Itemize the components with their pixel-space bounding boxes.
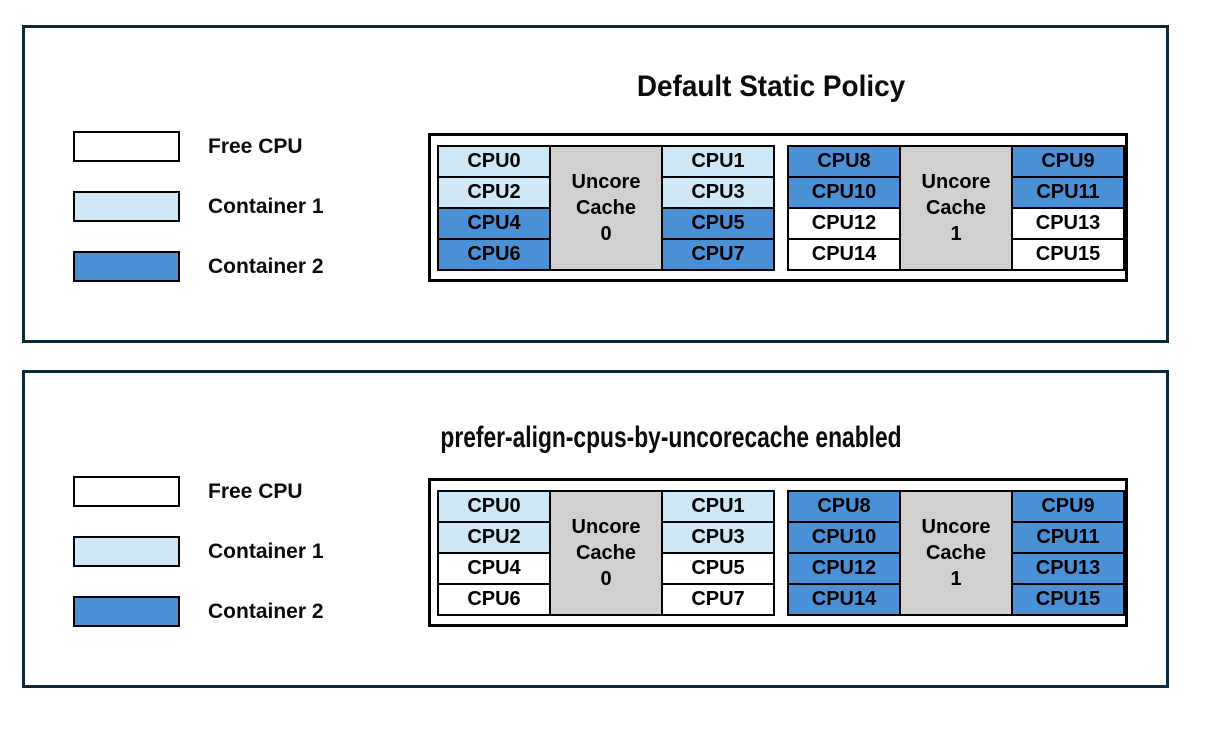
cpu-cell-cpu1: CPU1 bbox=[663, 492, 773, 521]
cpu-cell-cpu11: CPU11 bbox=[1013, 178, 1123, 207]
panel-default-static-policy: Default Static Policy Free CPU Container… bbox=[22, 25, 1169, 343]
legend-label: Container 2 bbox=[208, 254, 324, 278]
legend-row-container-1: Container 1 bbox=[73, 191, 324, 222]
legend-row-free-cpu: Free CPU bbox=[73, 131, 324, 162]
cpu-cell-cpu8: CPU8 bbox=[789, 492, 899, 521]
uncore-cache-label-line: Uncore bbox=[571, 516, 641, 538]
panel-title: Default Static Policy bbox=[636, 70, 906, 103]
uncore-cache-label-line: Uncore bbox=[571, 171, 641, 193]
cpu-cell-cpu0: CPU0 bbox=[439, 147, 549, 176]
cpu-cell-cpu7: CPU7 bbox=[663, 585, 773, 614]
cpu-cell-cpu5: CPU5 bbox=[663, 209, 773, 238]
cpu-cell-cpu7: CPU7 bbox=[663, 240, 773, 269]
cpu-cell-cpu9: CPU9 bbox=[1013, 147, 1123, 176]
legend: Free CPU Container 1 Container 2 bbox=[73, 476, 324, 656]
uncore-cache-label-line: Cache bbox=[925, 542, 987, 564]
cpu-cell-cpu3: CPU3 bbox=[663, 523, 773, 552]
cpu-cell-cpu10: CPU10 bbox=[789, 523, 899, 552]
legend-row-container-1: Container 1 bbox=[73, 536, 324, 567]
cpu-cell-cpu13: CPU13 bbox=[1013, 209, 1123, 238]
cpu-cell-cpu6: CPU6 bbox=[439, 240, 549, 269]
cpu-cell-cpu8: CPU8 bbox=[789, 147, 899, 176]
legend-swatch-container-2 bbox=[73, 596, 180, 627]
cpu-cell-cpu13: CPU13 bbox=[1013, 554, 1123, 583]
cpu-cell-cpu15: CPU15 bbox=[1013, 585, 1123, 614]
legend-label: Container 2 bbox=[208, 599, 324, 623]
legend-label: Free CPU bbox=[208, 134, 303, 158]
cpu-cell-cpu3: CPU3 bbox=[663, 178, 773, 207]
cpu-cell-cpu9: CPU9 bbox=[1013, 492, 1123, 521]
cpu-cell-cpu12: CPU12 bbox=[789, 209, 899, 238]
panel-title: prefer-align-cpus-by-uncorecache enabled bbox=[440, 421, 902, 454]
legend-swatch-container-1 bbox=[73, 191, 180, 222]
legend-swatch-container-2 bbox=[73, 251, 180, 282]
cpu-cell-cpu10: CPU10 bbox=[789, 178, 899, 207]
uncore-cache-label-line: Cache bbox=[575, 542, 637, 564]
uncore-cache-label-line: 1 bbox=[950, 223, 962, 245]
uncore-cache-label-line: 1 bbox=[950, 568, 962, 590]
cpu-cell-cpu12: CPU12 bbox=[789, 554, 899, 583]
uncore-cache-label-line: Cache bbox=[575, 197, 637, 219]
cpu-cell-cpu4: CPU4 bbox=[439, 554, 549, 583]
uncore-cache-label-line: 0 bbox=[600, 568, 612, 590]
uncore-cache-label-line: Uncore bbox=[921, 171, 991, 193]
cpu-cell-cpu11: CPU11 bbox=[1013, 523, 1123, 552]
legend-swatch-free-cpu bbox=[73, 131, 180, 162]
cpu-cell-cpu1: CPU1 bbox=[663, 147, 773, 176]
legend-swatch-free-cpu bbox=[73, 476, 180, 507]
legend-label: Free CPU bbox=[208, 479, 303, 503]
uncore-cache-label-line: Cache bbox=[925, 197, 987, 219]
cpu-cell-cpu4: CPU4 bbox=[439, 209, 549, 238]
cpu-cell-cpu5: CPU5 bbox=[663, 554, 773, 583]
legend-row-container-2: Container 2 bbox=[73, 251, 324, 282]
legend-label: Container 1 bbox=[208, 194, 324, 218]
cpu-cell-cpu0: CPU0 bbox=[439, 492, 549, 521]
cpu-cell-cpu6: CPU6 bbox=[439, 585, 549, 614]
legend-row-container-2: Container 2 bbox=[73, 596, 324, 627]
legend-swatch-container-1 bbox=[73, 536, 180, 567]
legend-label: Container 1 bbox=[208, 539, 324, 563]
cpu-cell-cpu2: CPU2 bbox=[439, 178, 549, 207]
cpu-cell-cpu15: CPU15 bbox=[1013, 240, 1123, 269]
uncore-cache-label-line: 0 bbox=[600, 223, 612, 245]
legend: Free CPU Container 1 Container 2 bbox=[73, 131, 324, 311]
cpu-cell-cpu14: CPU14 bbox=[789, 585, 899, 614]
cpu-cell-cpu2: CPU2 bbox=[439, 523, 549, 552]
legend-row-free-cpu: Free CPU bbox=[73, 476, 324, 507]
panel-prefer-align-cpus-by-uncorecache: prefer-align-cpus-by-uncorecache enabled… bbox=[22, 370, 1169, 688]
cpu-cell-cpu14: CPU14 bbox=[789, 240, 899, 269]
uncore-cache-label-line: Uncore bbox=[921, 516, 991, 538]
